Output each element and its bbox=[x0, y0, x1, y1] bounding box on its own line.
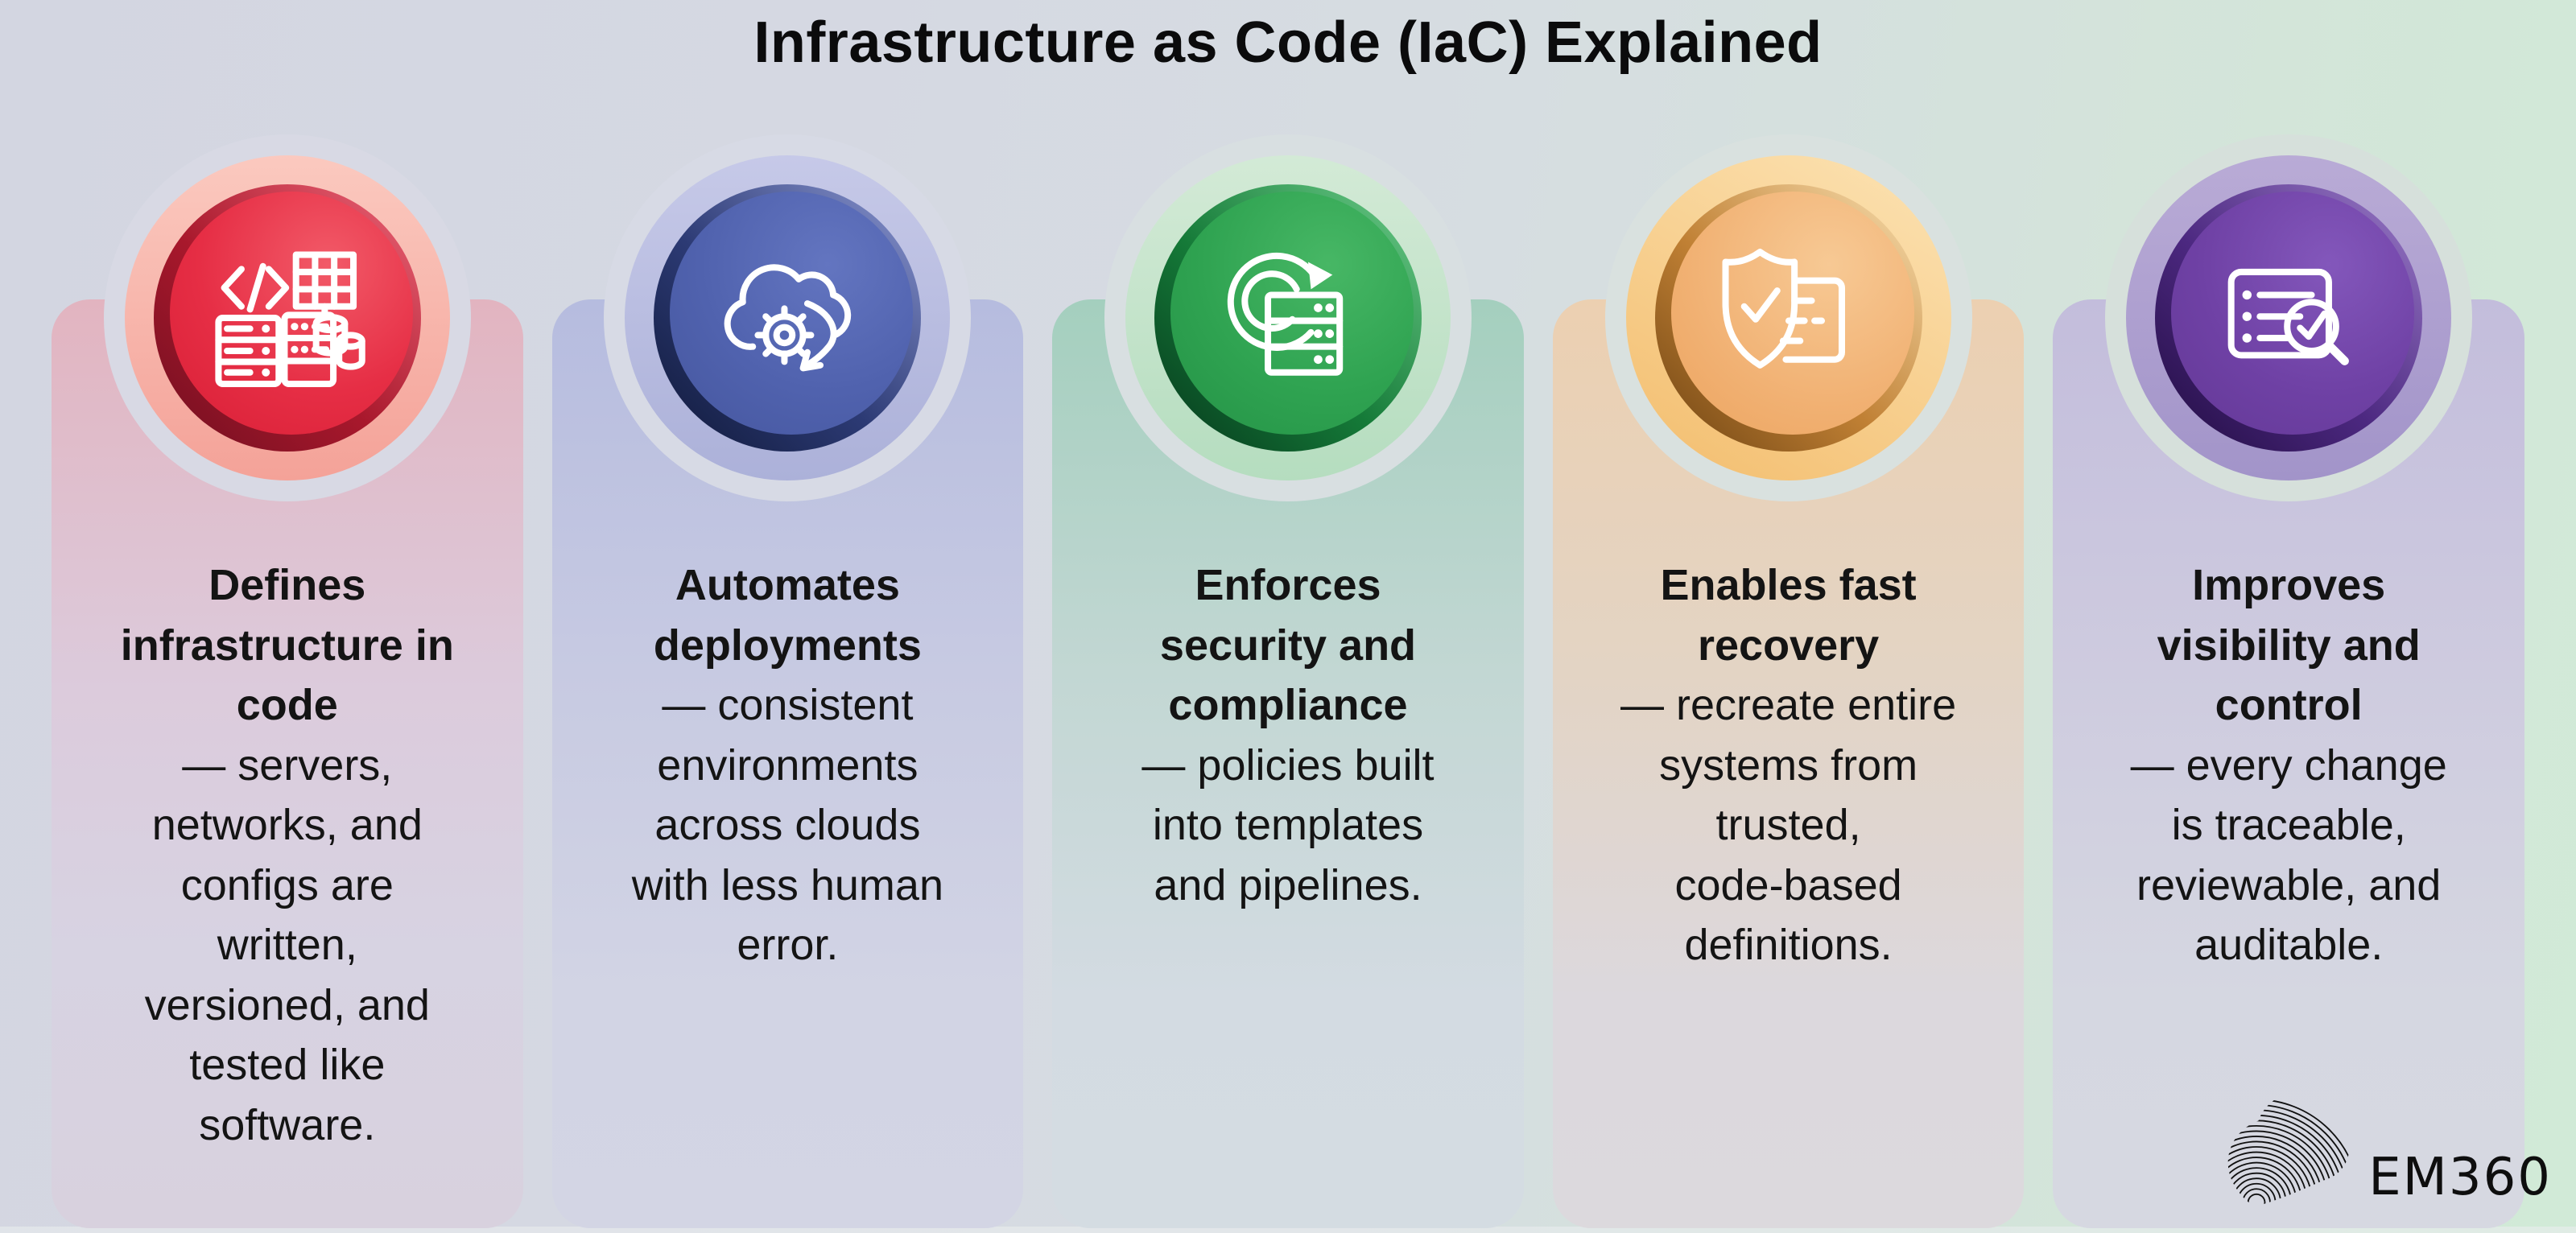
column-text: Automates deployments — consistent envir… bbox=[568, 555, 1008, 975]
server-restore-icon bbox=[1202, 232, 1374, 404]
column-heading: Enables fast recovery bbox=[1660, 561, 1917, 670]
page-title: Infrastructure as Code (IaC) Explained bbox=[753, 10, 1823, 75]
column-automates-deployments: Automates deployments — consistent envir… bbox=[551, 0, 1024, 1233]
column-body: — every change is traceable, reviewable,… bbox=[2130, 740, 2447, 970]
column-text: Improves visibility and control — every … bbox=[2069, 555, 2508, 975]
column-heading: Automates deployments bbox=[653, 561, 922, 670]
column-text: Enforces security and compliance — polic… bbox=[1068, 555, 1508, 915]
column-body: — recreate entire systems from trusted, … bbox=[1620, 681, 1957, 970]
shield-check-icon bbox=[1703, 232, 1875, 404]
column-heading: Enforces security and compliance bbox=[1159, 561, 1417, 730]
column-heading: Defines infrastructure in code bbox=[120, 561, 454, 730]
circle-face bbox=[670, 192, 914, 435]
column-defines-infrastructure: Defines infrastructure in code — servers… bbox=[52, 0, 523, 1233]
em360-logo: EM360 bbox=[2219, 1078, 2552, 1215]
em360-logo-text: EM360 bbox=[2368, 1148, 2552, 1207]
column-body: — policies built into templates and pipe… bbox=[1141, 740, 1435, 909]
column-improves-visibility: Improves visibility and control — every … bbox=[2053, 0, 2524, 1233]
audit-checklist-icon bbox=[2202, 232, 2375, 404]
column-enforces-security: Enforces security and compliance — polic… bbox=[1052, 0, 1524, 1233]
column-body: — servers, networks, and configs are wri… bbox=[144, 740, 430, 1149]
column-text: Enables fast recovery — recreate entire … bbox=[1569, 555, 2008, 975]
column-heading: Improves visibility and control bbox=[2157, 561, 2421, 730]
circle-face bbox=[1170, 192, 1414, 435]
code-infrastructure-icon bbox=[201, 232, 374, 404]
column-text: Defines infrastructure in code — servers… bbox=[68, 555, 507, 1155]
cloud-gear-deploy-icon bbox=[701, 232, 873, 404]
column-enables-fast-recovery: Enables fast recovery — recreate entire … bbox=[1552, 0, 2025, 1233]
column-body: — consistent environments across clouds … bbox=[631, 681, 943, 970]
em360-cloud-mark-icon bbox=[2227, 1099, 2350, 1207]
